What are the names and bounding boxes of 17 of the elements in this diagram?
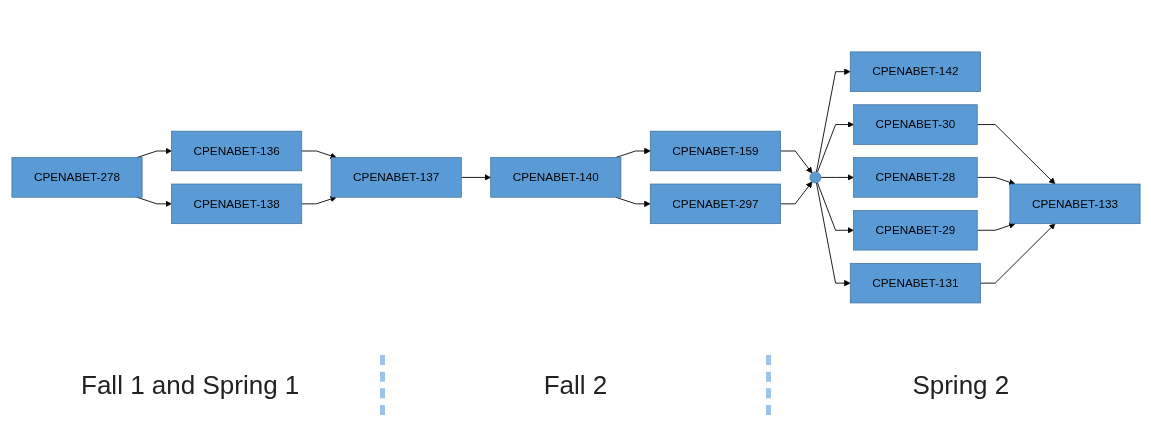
semester-label: Fall 1 and Spring 1 [81, 369, 300, 401]
node-box: CPENABET-131 [849, 263, 981, 304]
node-box: CPENABET-297 [649, 183, 781, 225]
node-box: CPENABET-138 [170, 183, 302, 225]
node-box: CPENABET-29 [852, 210, 978, 251]
semester-label: Spring 2 [912, 369, 1010, 401]
node-box: CPENABET-28 [852, 157, 978, 198]
node-box: CPENABET-140 [489, 157, 621, 198]
node-box: CPENABET-30 [852, 104, 978, 145]
semester-label: Fall 2 [543, 369, 608, 401]
node-box: CPENABET-159 [649, 130, 781, 172]
node-box: CPENABET-142 [849, 51, 981, 92]
node-box: CPENABET-133 [1009, 183, 1140, 225]
node-box: CPENABET-136 [170, 130, 302, 172]
node-box: CPENABET-278 [11, 157, 142, 198]
node-circle [809, 171, 821, 184]
node-box: CPENABET-137 [330, 157, 462, 198]
